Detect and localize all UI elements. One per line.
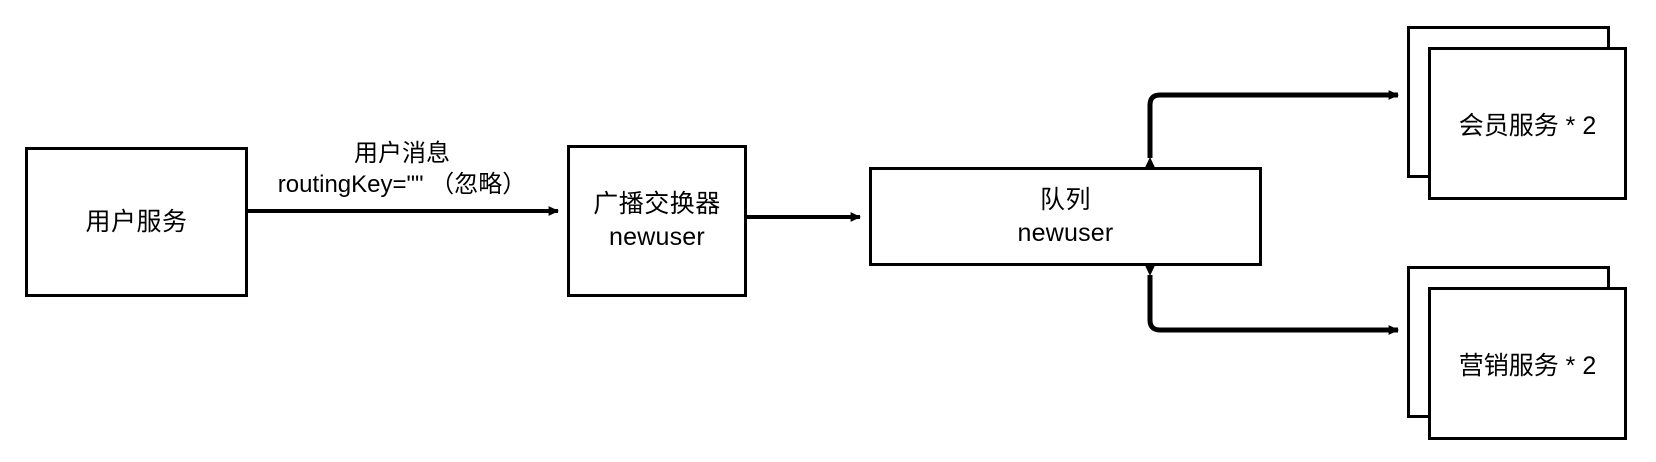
node-user-service[interactable]: 用户服务 (25, 147, 248, 297)
node-member-service-label: 会员服务 * 2 (1458, 111, 1597, 140)
marketing-service-front-plate: 营销服务 * 2 (1428, 287, 1627, 440)
node-user-service-label: 用户服务 (85, 207, 188, 236)
member-service-front-plate: 会员服务 * 2 (1428, 47, 1627, 200)
edge-label-line1: 用户消息 (354, 140, 450, 167)
node-fanout-exchange-label: 广播交换器 (593, 190, 721, 218)
node-fanout-exchange-sublabel: newuser (609, 223, 705, 251)
node-queue[interactable]: 队列 newuser (869, 167, 1262, 266)
connector-queue-to-member-service (1145, 90, 1400, 168)
node-marketing-service-label: 营销服务 * 2 (1458, 351, 1597, 380)
node-fanout-exchange[interactable]: 广播交换器 newuser (567, 145, 747, 297)
node-member-service[interactable]: 会员服务 * 2 (1407, 26, 1627, 200)
edge-label-line2: routingKey="" （忽略） (277, 171, 527, 199)
node-queue-sublabel: newuser (1017, 218, 1114, 247)
connector-queue-to-marketing-service (1145, 265, 1400, 335)
node-queue-label: 队列 (1039, 185, 1091, 214)
node-marketing-service[interactable]: 营销服务 * 2 (1407, 266, 1627, 440)
edge-label-user-to-exchange: 用户消息 routingKey="" （忽略） (262, 138, 542, 200)
